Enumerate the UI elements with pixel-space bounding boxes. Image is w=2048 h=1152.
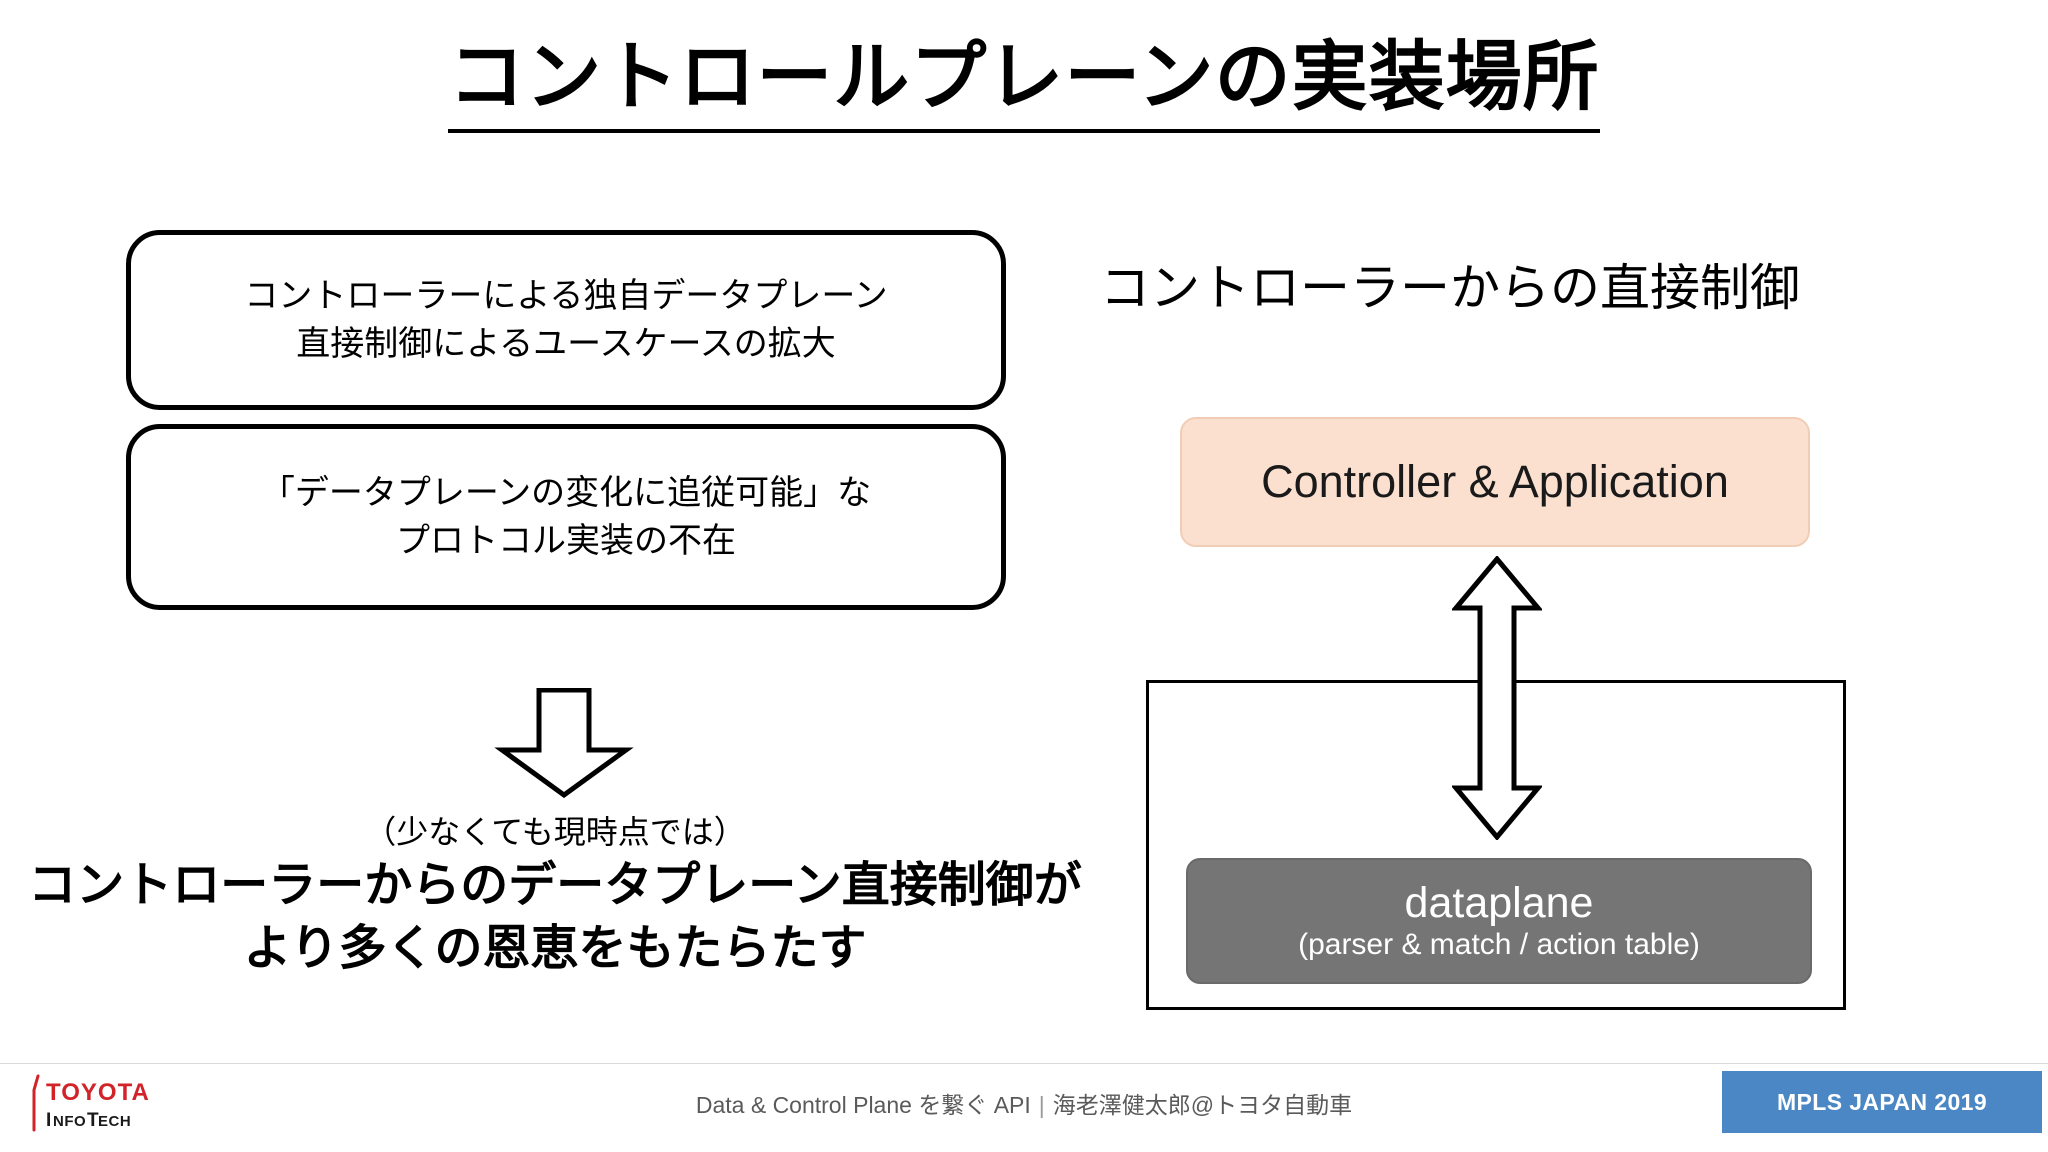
controller-application-label: Controller & Application <box>1261 456 1729 507</box>
mpls-japan-badge: MPLS JAPAN 2019 <box>1722 1071 2042 1133</box>
protocol-box-line1: 「データプレーンの変化に追従可能」な <box>260 473 872 512</box>
page-title: コントロールプレーンの実装場所 <box>448 34 1600 134</box>
footer-caption-left: Data & Control Plane を繋ぐ API <box>695 1092 1031 1118</box>
svg-text:TOYOTA: TOYOTA <box>46 1079 150 1106</box>
double-headed-arrow-icon <box>1452 556 1542 840</box>
right-section-heading: コントローラーからの直接制御 <box>1100 260 1800 316</box>
usecase-box-line1: コントローラーによる独自データプレーン <box>244 276 888 315</box>
dataplane-subtitle: (parser & match / action table) <box>1298 927 1700 961</box>
svg-text:ECH: ECH <box>98 1113 131 1130</box>
down-arrow-icon <box>494 688 634 798</box>
protocol-box: 「データプレーンの変化に追従可能」な プロトコル実装の不在 <box>126 424 1006 610</box>
footer-caption-separator: | <box>1038 1092 1045 1118</box>
toyota-infotech-logo: TOYOTA I NFO T ECH <box>32 1074 150 1132</box>
conclusion-note: （少なくても現時点では） <box>364 814 746 850</box>
dataplane-title: dataplane <box>1404 878 1594 927</box>
page-title-container: コントロールプレーンの実装場所 <box>0 34 2048 134</box>
footer-caption-right: 海老澤健太郎@トヨタ自動車 <box>1052 1092 1353 1118</box>
conclusion-line2: より多くの恩恵をもたらたす <box>243 921 867 975</box>
conclusion-line1: コントローラーからのデータプレーン直接制御が <box>28 858 1082 912</box>
protocol-box-line2: プロトコル実装の不在 <box>396 522 736 560</box>
svg-text:NFO: NFO <box>53 1113 86 1130</box>
conclusion-block: （少なくても現時点では） コントローラーからのデータプレーン直接制御が より多く… <box>0 812 1110 980</box>
usecase-box-line2: 直接制御によるユースケースの拡大 <box>296 325 836 363</box>
controller-application-box: Controller & Application <box>1180 417 1810 547</box>
footer-divider <box>0 1063 2048 1064</box>
dataplane-box: dataplane (parser & match / action table… <box>1186 858 1812 984</box>
svg-text:T: T <box>87 1110 99 1131</box>
svg-text:I: I <box>46 1110 52 1131</box>
footer-caption: Data & Control Plane を繋ぐ API | 海老澤健太郎@トヨタ自… <box>0 1086 2048 1120</box>
usecase-box: コントローラーによる独自データプレーン 直接制御によるユースケースの拡大 <box>126 230 1006 410</box>
